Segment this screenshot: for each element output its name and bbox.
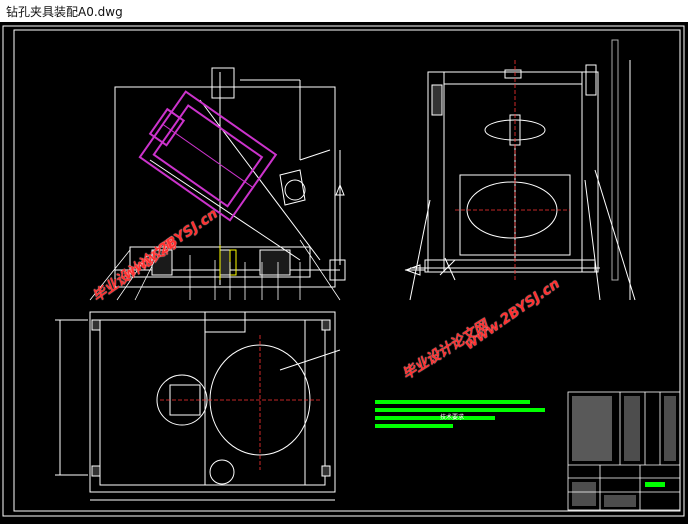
front-leaders bbox=[89, 239, 341, 301]
side-centerlines bbox=[455, 60, 570, 280]
notes-bars bbox=[375, 400, 545, 428]
notes-title: 技术要求 bbox=[440, 414, 465, 421]
front-view-frame bbox=[114, 86, 336, 288]
cad-drawing-canvas[interactable]: 技术要求 毕业设计论文网 www.2BYSJ.cn 毕业设计论文网 www.2B… bbox=[0, 22, 688, 520]
side-view bbox=[404, 39, 636, 301]
drawing-svg bbox=[2, 25, 685, 517]
window-title-bar: 钻孔夹具装配A0.dwg bbox=[0, 0, 688, 23]
tilted-housing bbox=[138, 90, 278, 222]
top-centerlines bbox=[160, 335, 320, 470]
sheet-outer-border bbox=[2, 25, 685, 517]
sheet-inner-border bbox=[13, 29, 681, 512]
top-view bbox=[55, 311, 341, 501]
title-block bbox=[567, 391, 681, 511]
window-title: 钻孔夹具装配A0.dwg bbox=[6, 5, 123, 19]
